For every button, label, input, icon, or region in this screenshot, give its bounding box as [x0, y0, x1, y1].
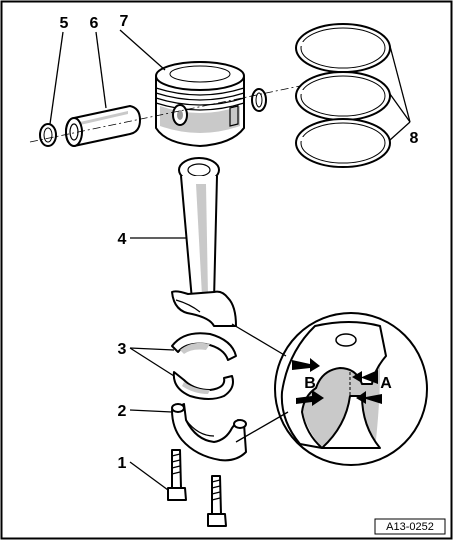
label-a: A: [380, 375, 392, 392]
detail-leader-upper: [231, 323, 287, 357]
bearing-cap: [171, 403, 247, 462]
circlip-right: [251, 88, 267, 112]
label-circlip: 5: [60, 15, 69, 32]
pin-axis-line: [29, 85, 301, 143]
piston-rings: [295, 23, 391, 168]
label-bearing-cap: 2: [118, 403, 127, 420]
piston: [155, 61, 245, 147]
label-piston: 7: [120, 13, 129, 30]
label-piston-rings: 8: [410, 130, 419, 147]
label-bearing-shells: 3: [118, 341, 127, 358]
reference-code-box: A13-0252: [374, 518, 446, 535]
bearing-shells: [171, 332, 237, 400]
label-b: B: [304, 375, 316, 392]
reference-code: A13-0252: [386, 521, 434, 533]
circlip-left: [39, 123, 57, 147]
bolt-right: [207, 475, 227, 527]
piston-pin: [65, 105, 141, 147]
arrow-a-upper: [352, 370, 378, 384]
connecting-rod: [171, 157, 237, 327]
label-piston-pin: 6: [90, 15, 99, 32]
callout-leaders: [49, 29, 411, 491]
detail-leader-lower: [235, 411, 289, 443]
label-connecting-rod: 4: [118, 231, 127, 248]
label-bolts: 1: [118, 455, 127, 472]
detail-magnifier: [274, 312, 428, 466]
arrow-b-upper: [292, 358, 320, 372]
arrow-a-lower: [356, 391, 382, 404]
bolt-left: [167, 449, 187, 501]
arrow-b-lower: [296, 390, 324, 406]
